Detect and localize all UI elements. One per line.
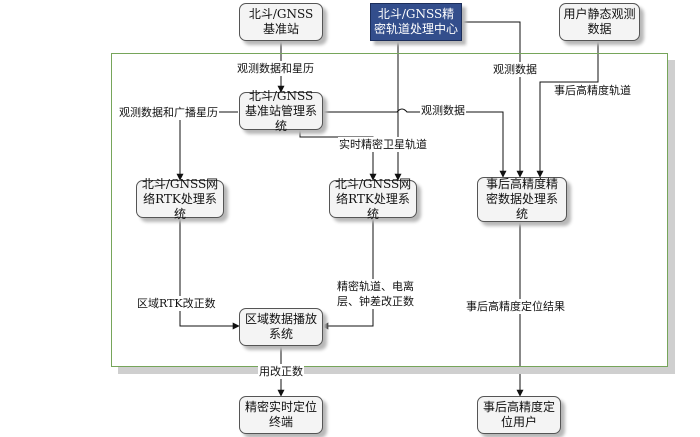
label-user-corr: 用改正数 bbox=[258, 364, 304, 379]
edge-mgmt-to-post bbox=[323, 108, 507, 178]
label-obs-and-ephemeris: 观测数据和星历 bbox=[236, 61, 315, 76]
label-realtime-orbit: 实时精密卫星轨道 bbox=[338, 137, 428, 152]
node-rt-terminal: 精密实时定位终端 bbox=[239, 396, 323, 434]
edge-rtk-mid-to-broadcast bbox=[321, 218, 374, 330]
label-regional-rtk-corr: 区域RTK改正数 bbox=[136, 296, 217, 311]
node-postproc-system: 事后高精度精密数据处理系统 bbox=[477, 177, 567, 222]
system-region-frame bbox=[111, 53, 668, 367]
label-post-orbit: 事后高精度轨道 bbox=[553, 83, 632, 98]
node-base-station-mgmt: 北斗/GNSS基准站管理系统 bbox=[239, 89, 323, 133]
node-bds-base-station: 北斗/GNSS基准站 bbox=[239, 3, 323, 41]
label-obs-data-center: 观测数据 bbox=[420, 103, 466, 118]
node-rtk-system-mid: 北斗/GNSS网络RTK处理系统 bbox=[329, 177, 417, 221]
label-post-result: 事后高精度定位结果 bbox=[465, 299, 566, 314]
node-postproc-user: 事后高精度定位用户 bbox=[477, 396, 561, 434]
node-rtk-system-left: 北斗/GNSS网络RTK处理系统 bbox=[136, 177, 224, 221]
label-obs-and-broadcast-ephemeris: 观测数据和广播星历 bbox=[118, 105, 219, 120]
node-regional-broadcast: 区域数据播放系统 bbox=[239, 308, 323, 346]
edge-mgmt-to-rtk-mid-a bbox=[299, 130, 377, 181]
node-precise-orbit-center: 北斗/GNSS精密轨道处理中心 bbox=[370, 3, 462, 41]
edge-rtk-left-to-broadcast bbox=[179, 218, 240, 330]
edge-user-to-post bbox=[536, 40, 599, 178]
label-obs-data-right: 观测数据 bbox=[492, 62, 538, 77]
label-precise-corr: 精密轨道、电离层、钟差改正数 bbox=[336, 279, 422, 309]
node-user-static-obs: 用户静态观测数据 bbox=[559, 3, 640, 41]
